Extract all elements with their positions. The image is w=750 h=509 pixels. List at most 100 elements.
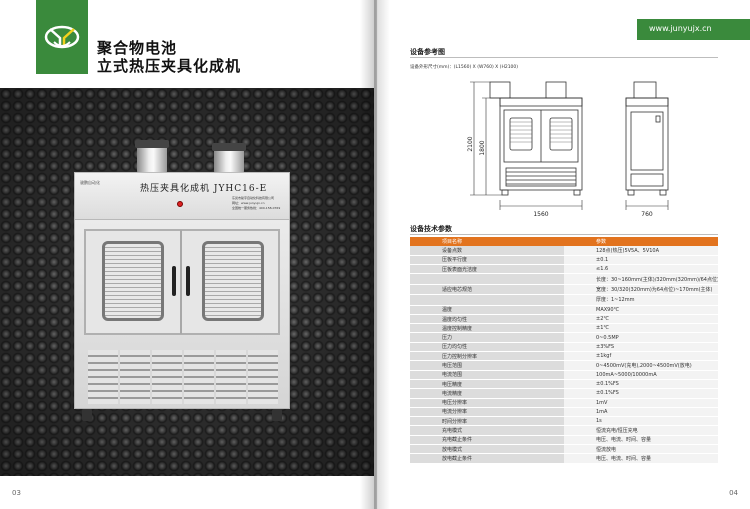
spec-value-cell: 1mA (564, 407, 718, 418)
spec-table-header: 项目名称 参数 (410, 237, 718, 246)
website-bar (637, 19, 750, 40)
spec-value-cell: ≤1.6 (564, 264, 718, 275)
spec-value-cell: ±0.1%FS (564, 388, 718, 399)
side-view (625, 81, 669, 196)
spec-name-cell: 压板平行度 (410, 255, 564, 266)
dim-height-total: 2100 (467, 136, 474, 151)
dim-width-front: 1560 (533, 211, 548, 218)
left-door-handle-icon (172, 266, 176, 296)
spec-value-cell: 电压、电流、时间、容量 (564, 435, 718, 446)
table-row: 电流精度±0.1%FS (410, 388, 718, 399)
drawing-section-title: 设备参考图 (410, 48, 445, 56)
table-row: 压力均匀性±3%FS (410, 342, 718, 353)
table-row: 压板平行度±0.1 (410, 255, 718, 266)
spec-value-cell: MAX90℃ (564, 305, 718, 315)
spec-name-cell: 温度 (410, 305, 564, 315)
table-row: 压力控制分辨率±1kgf (410, 351, 718, 362)
table-row: 充电模式恒流充电/恒压充电 (410, 425, 718, 436)
spec-name-cell: 电压分辨率 (410, 398, 564, 408)
left-cylinder-cap (135, 140, 169, 148)
table-row: 压板表面光洁度≤1.6 (410, 264, 718, 275)
left-page: 聚合物电池 立式热压夹具化成机 骏鹏自动化 热压夹具化成机 JYHC16-E 东… (0, 0, 374, 509)
page-title-line2: 立式热压夹具化成机 (97, 57, 242, 75)
right-door-window (202, 241, 264, 321)
spec-name-cell: 时间分辨率 (410, 416, 564, 427)
machine-info-line2: 网址：www.junyujx.cn (232, 201, 265, 205)
header-param: 参数 (564, 237, 718, 246)
right-page-number: 04 (729, 489, 738, 497)
spec-name-cell: 温度控制精度 (410, 323, 564, 334)
door-divider (180, 230, 182, 334)
page-title-line1: 聚合物电池 (97, 39, 178, 57)
spec-value-cell: ±0.1%FS (564, 379, 718, 390)
right-caster-icon (272, 409, 282, 421)
machine-info-line1: 东莞市骏宇自动化科技有限公司 (232, 196, 275, 200)
spec-name-cell: 电流分辨率 (410, 407, 564, 418)
spec-name-cell (410, 294, 564, 306)
dim-width-side: 760 (641, 211, 653, 218)
dimension-note: 设备外形尺寸(mm)：(L1560) X (W760) X (H2100) (410, 65, 519, 70)
website-url[interactable]: www.junyujx.cn (649, 24, 712, 33)
brand-logo (36, 0, 88, 74)
left-page-number: 03 (12, 489, 21, 497)
right-door-handle-icon (186, 266, 190, 296)
spec-name-cell: 压板表面光洁度 (410, 264, 564, 275)
spec-value-cell: ±0.1 (564, 255, 718, 266)
spec-section-title: 设备技术参数 (410, 225, 452, 233)
spec-name-cell: 电压范围 (410, 360, 564, 371)
spec-value-cell: ±2℃ (564, 314, 718, 325)
spec-value-cell: 1mV (564, 398, 718, 408)
table-row: 电压精度±0.1%FS (410, 379, 718, 390)
spec-value-cell: ±1℃ (564, 323, 718, 334)
table-row: 长度：30~160mm(主体)/320mm(320mm)/64点位) (410, 273, 718, 285)
spec-name-cell: 电压精度 (410, 379, 564, 390)
spec-name-cell: 充电截止条件 (410, 435, 564, 446)
spec-name-cell: 温度均匀性 (410, 314, 564, 325)
left-door-window (102, 241, 164, 321)
table-row: 温度均匀性±2℃ (410, 314, 718, 325)
spec-value-cell: 厚度：1~12mm (564, 294, 718, 306)
equipment-reference-drawing: 2100 1800 1560 760 (467, 81, 669, 218)
spec-name-cell: 压力均匀性 (410, 342, 564, 353)
machine-brand-label: 骏鹏自动化 (80, 180, 100, 185)
spec-value-cell: 1s (564, 416, 718, 427)
table-row: 厚度：1~12mm (410, 294, 718, 306)
dim-height-body: 1800 (479, 140, 486, 155)
table-row: 温度控制精度±1℃ (410, 323, 718, 334)
spec-name-cell: 放电截止条件 (410, 453, 564, 464)
left-caster-icon (82, 409, 92, 421)
spec-value-cell: 宽度：30/320(320mm)为64点位)~170mm(主体) (564, 284, 718, 296)
spec-section-rule (410, 234, 718, 235)
spec-value-cell: ±1kgf (564, 351, 718, 362)
spec-name-cell: 电流范围 (410, 370, 564, 380)
spec-value-cell: 0~4500mV(充电),2000~4500mV(放电) (564, 360, 718, 371)
front-view (489, 81, 583, 196)
table-row: 适应电芯规范宽度：30/320(320mm)为64点位)~170mm(主体) (410, 284, 718, 296)
spec-value-cell: 0~0.5MP (564, 332, 718, 343)
spec-value-cell: 电压、电流、时间、容量 (564, 453, 718, 464)
spec-value-cell: 恒流充电/恒压充电 (564, 425, 718, 436)
emergency-stop-icon (177, 201, 183, 207)
table-row: 充电截止条件电压、电流、时间、容量 (410, 435, 718, 446)
spec-name-cell: 压力 (410, 332, 564, 343)
spec-value-cell: 恒流放电 (564, 444, 718, 455)
right-cylinder-cap (212, 143, 246, 151)
table-row: 放电截止条件电压、电流、时间、容量 (410, 453, 718, 464)
spec-name-cell: 放电模式 (410, 444, 564, 455)
spec-name-cell (410, 273, 564, 285)
table-row: 放电模式恒流放电 (410, 444, 718, 455)
spec-value-cell: 128点(热压)5V5A、5V10A (564, 246, 718, 256)
drawing-section-rule (410, 57, 718, 58)
spec-name-cell: 充电模式 (410, 425, 564, 436)
